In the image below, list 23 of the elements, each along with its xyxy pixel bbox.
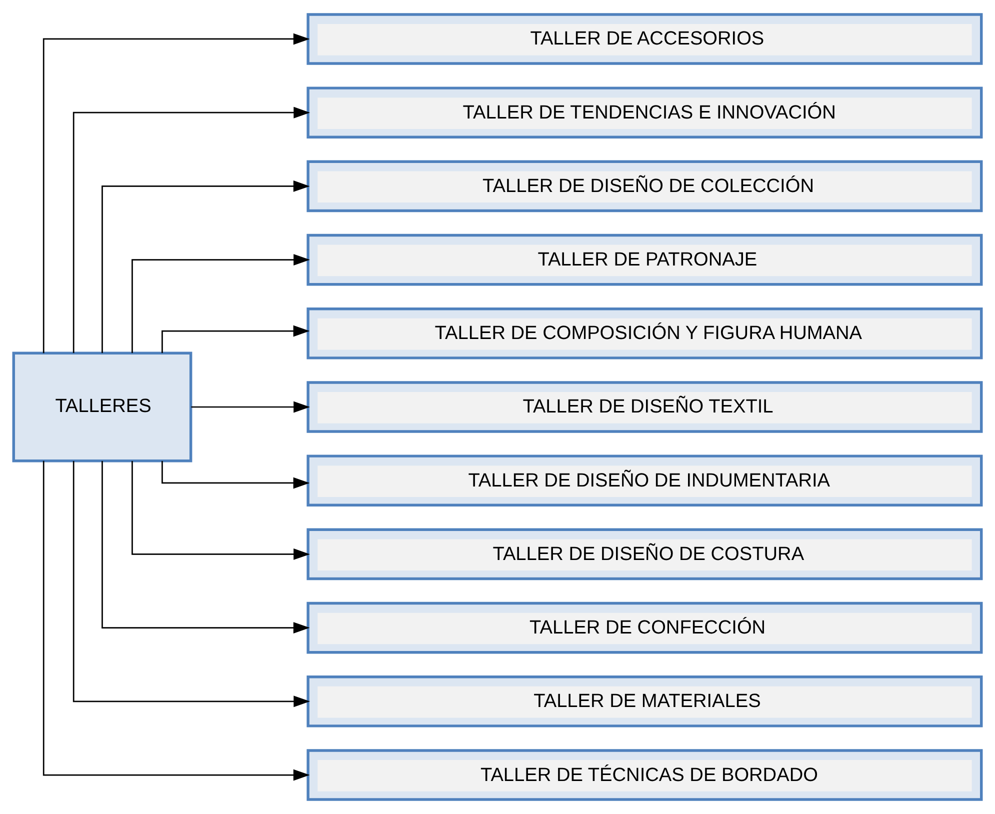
arrow	[162, 325, 310, 353]
arrow	[42, 460, 310, 781]
node-box: TALLER DE DISEÑO DE COSTURA	[306, 528, 983, 580]
arrow	[132, 254, 310, 354]
node-box: TALLER DE PATRONAJE	[306, 234, 983, 286]
node-box: TALLER DE COMPOSICIÓN Y FIGURA HUMANA	[306, 308, 983, 360]
arrow	[72, 106, 310, 353]
node-box: TALLER DE DISEÑO DE INDUMENTARIA	[306, 454, 983, 506]
node-box: TALLER DE CONFECCIÓN	[306, 602, 983, 654]
arrow	[162, 461, 310, 489]
node-box: TALLER DE ACCESORIOS	[306, 13, 983, 65]
arrow	[72, 461, 310, 708]
node-box: TALLER DE TÉCNICAS DE BORDADO	[306, 749, 983, 801]
node-box: TALLER DE DISEÑO DE COLECCIÓN	[306, 160, 983, 212]
arrow	[102, 461, 310, 634]
arrow	[132, 460, 310, 560]
arrow	[42, 33, 310, 354]
node-box: TALLER DE MATERIALES	[306, 676, 983, 728]
arrow	[102, 180, 310, 353]
node-box: TALLERES	[12, 352, 192, 462]
node-box: TALLER DE DISEÑO TEXTIL	[306, 381, 983, 433]
node-box: TALLER DE TENDENCIAS E INNOVACIÓN	[306, 86, 983, 138]
arrow	[191, 401, 310, 413]
